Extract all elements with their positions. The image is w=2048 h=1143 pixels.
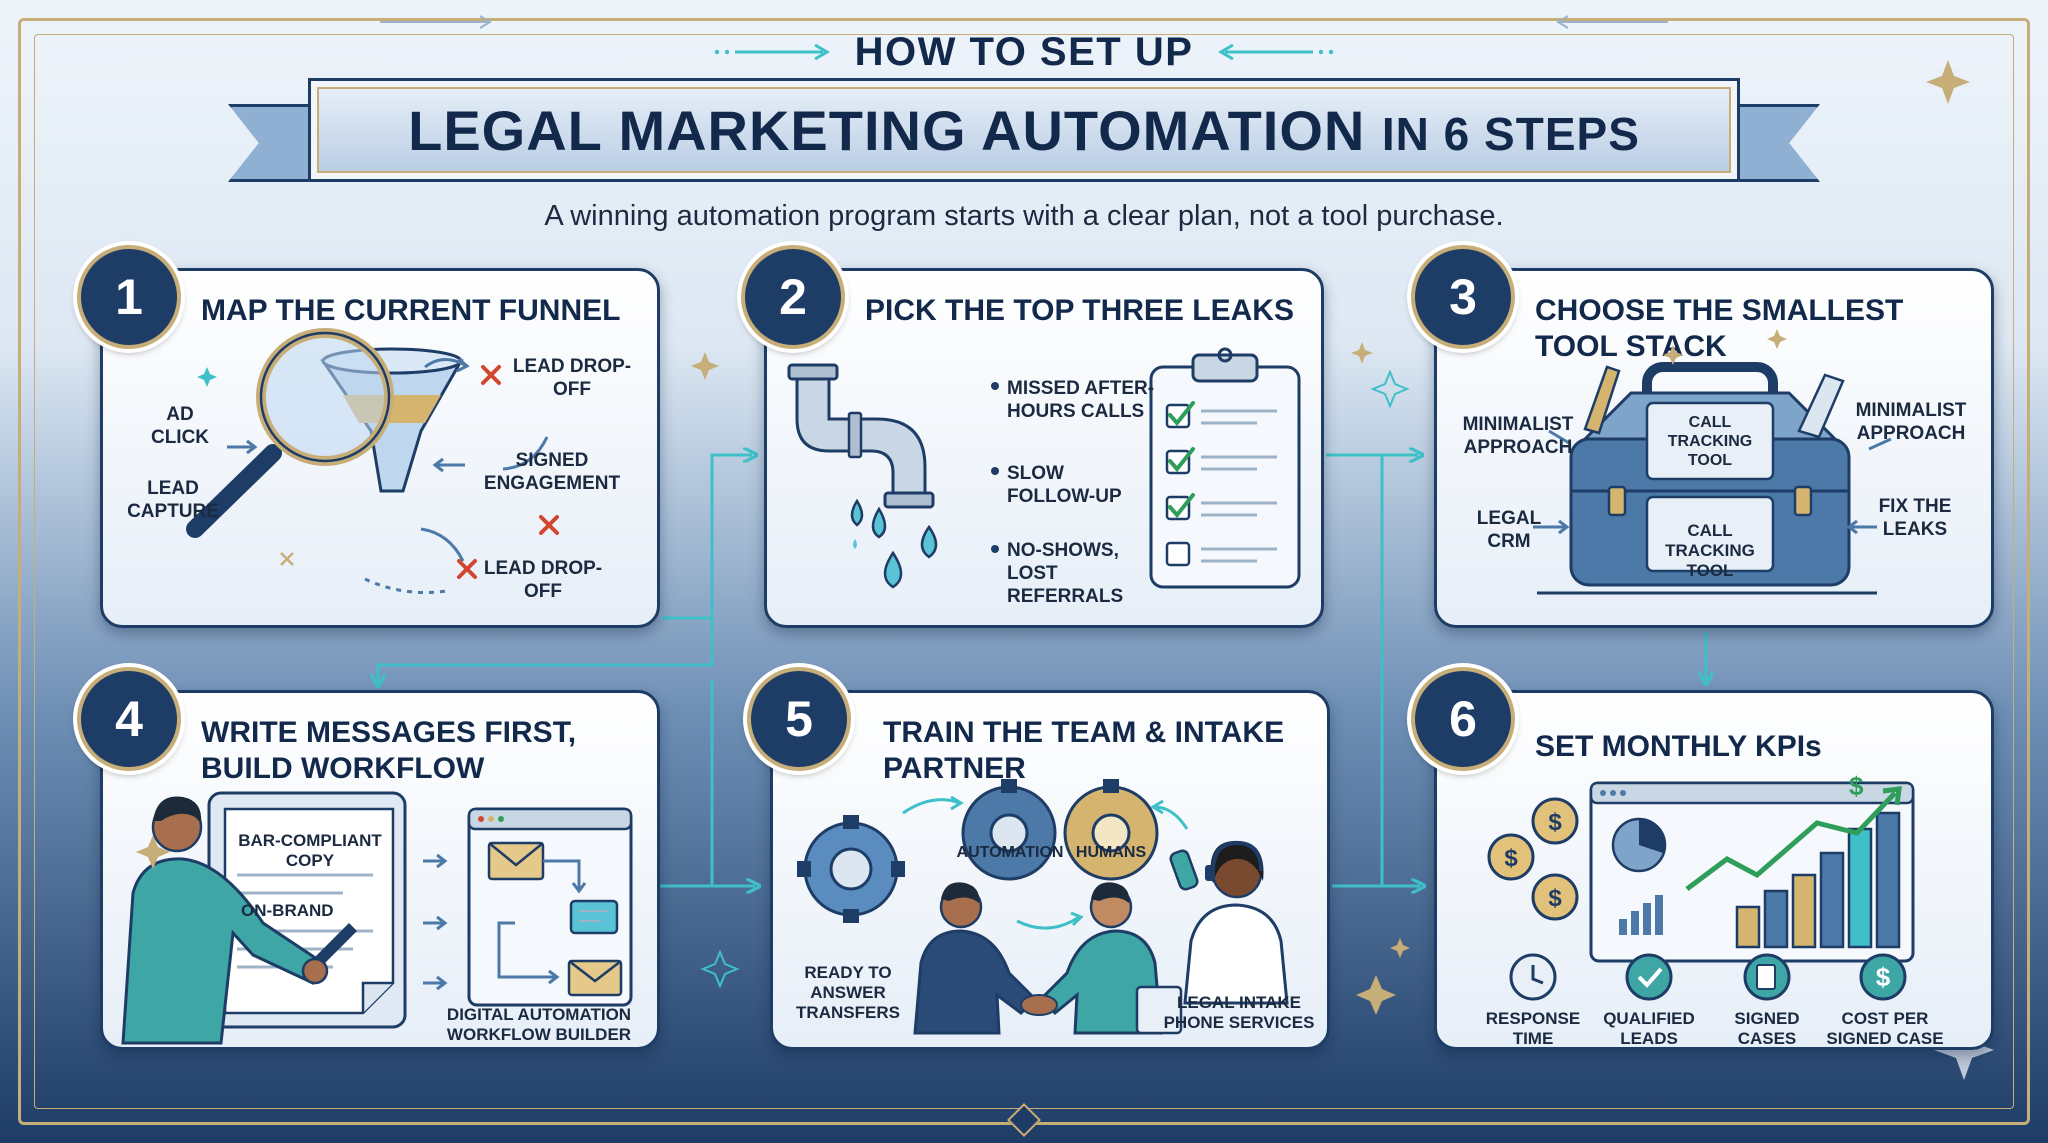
leak-slow-follow-up: SLOW FOLLOW-UP [1007, 463, 1122, 507]
label-workflow-builder: DIGITAL AUTOMATION WORKFLOW BUILDER [446, 1005, 632, 1044]
header-kicker-row: HOW TO SET UP [0, 24, 2048, 80]
leak-no-shows: NO-SHOWS, LOST REFERRALS [1007, 540, 1124, 607]
chat-bubble-icon [569, 899, 619, 935]
header-kicker: HOW TO SET UP [854, 29, 1194, 74]
page-title-main: LEGAL MARKETING AUTOMATION [408, 98, 1366, 162]
step-title: WRITE MESSAGES FIRST, BUILD WORKFLOW [201, 716, 577, 785]
banner-plate: LEGAL MARKETING AUTOMATION IN 6 STEPS [308, 78, 1740, 182]
document-icon [1743, 953, 1791, 1001]
phone-icon [1169, 849, 1199, 891]
label-call-tracking-bottom: CALL TRACKING TOOL [1665, 521, 1755, 580]
step-title: SET MONTHLY KPIs [1535, 730, 1822, 763]
page-subtitle: A winning automation program starts with… [544, 200, 1504, 232]
page-title: LEGAL MARKETING AUTOMATION IN 6 STEPS [408, 98, 1640, 163]
step-card-4: 4 WRITE MESSAGES FIRST, BUILD WORKFLOW [77, 667, 660, 1050]
dollar-icon [1859, 953, 1907, 1001]
label-ready-to-answer: READY TO ANSWER TRANSFERS [796, 963, 900, 1022]
step-card-2: 2 PICK THE TOP THREE LEAKS [741, 245, 1324, 628]
coin-icon [1487, 797, 1579, 921]
label-humans: HUMANS [1075, 844, 1147, 861]
step-number-badge: 3 [1411, 245, 1515, 349]
label-on-brand: ON-BRAND [241, 901, 334, 920]
svg-text:$: $ [1548, 885, 1562, 912]
step-title: TRAIN THE TEAM & INTAKE PARTNER [883, 716, 1285, 785]
step-card-5: 5 TRAIN THE TEAM & INTAKE PARTNER [747, 667, 1330, 1050]
step-number-badge: 4 [77, 667, 181, 771]
kpi-response-time: RESPONSE TIME [1485, 1009, 1581, 1048]
label-minimalist-right: MINIMALIST APPROACH [1855, 400, 1967, 444]
kpi-cost-per-signed-case: COST PER SIGNED CASE [1826, 1009, 1944, 1048]
step-number-badge: 5 [747, 667, 851, 771]
step-title: MAP THE CURRENT FUNNEL [201, 294, 621, 327]
svg-text:$: $ [1849, 771, 1864, 801]
label-lead-drop-off-top: LEAD DROP-OFF [512, 356, 632, 400]
svg-text:$: $ [1876, 962, 1891, 992]
label-fix-the-leaks: FIX THE LEAKS [1878, 496, 1952, 540]
right-arrow-icon [714, 44, 830, 60]
step-number-badge: 1 [77, 245, 181, 349]
check-mark-icon [1168, 401, 1195, 519]
checkbox-icon [1165, 403, 1191, 567]
svg-text:$: $ [1504, 845, 1518, 872]
water-drop-icon [850, 498, 938, 589]
kpi-qualified-leads: QUALIFIED LEADS [1603, 1009, 1695, 1048]
label-legal-intake: LEGAL INTAKE PHONE SERVICES [1163, 993, 1315, 1032]
step-card-1: 1 MAP THE CURRENT FUNNEL AD CLICK LEAD C… [77, 245, 660, 628]
pie-chart-icon [1611, 817, 1667, 873]
label-lead-capture: LEAD CAPTURE [127, 478, 219, 522]
label-call-tracking-top: CALL TRACKING TOOL [1667, 414, 1753, 469]
title-banner: LEGAL MARKETING AUTOMATION IN 6 STEPS [228, 78, 1820, 182]
label-bar-compliant-copy: BAR-COMPLIANT COPY [238, 831, 382, 870]
label-signed-engagement: SIGNED ENGAGEMENT [483, 450, 621, 494]
check-circle-icon [1625, 953, 1673, 1001]
step-title: PICK THE TOP THREE LEAKS [865, 294, 1294, 327]
page-title-tail: IN 6 STEPS [1381, 107, 1640, 160]
svg-text:$: $ [1548, 809, 1562, 836]
step-card-3: 3 CHOOSE THE SMALLEST TOOL STACK MINIMAL… [1411, 245, 1994, 628]
step-number-badge: 2 [741, 245, 845, 349]
step-number-badge: 6 [1411, 667, 1515, 771]
step-card-6: 6 SET MONTHLY KPIs $ $ $ $ [1411, 667, 1994, 1050]
label-automation: AUTOMATION [956, 844, 1064, 861]
step-title: CHOOSE THE SMALLEST TOOL STACK [1535, 294, 1904, 363]
label-lead-drop-off-bottom: LEAD DROP-OFF [483, 558, 603, 602]
left-arrow-icon [1218, 44, 1334, 60]
envelope-icon [487, 841, 623, 997]
clock-icon [1509, 953, 1557, 1001]
leak-missed-calls: MISSED AFTER-HOURS CALLS [1007, 378, 1155, 422]
label-legal-crm: LEGAL CRM [1476, 508, 1542, 552]
label-minimalist-left: MINIMALIST APPROACH [1462, 414, 1574, 458]
kpi-signed-cases: SIGNED CASES [1734, 1009, 1800, 1048]
label-ad-click: AD CLICK [150, 404, 210, 448]
